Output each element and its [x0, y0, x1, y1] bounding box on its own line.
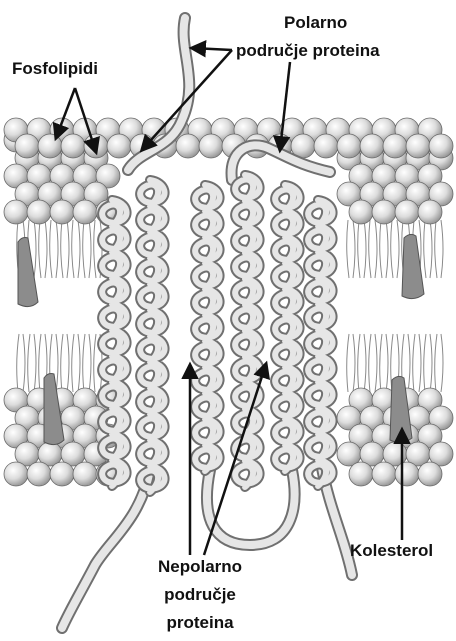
phospholipid-tail: [72, 220, 80, 278]
phospholipid-tail: [72, 334, 80, 392]
phospholipid-head: [27, 462, 51, 486]
phospholipid-head: [38, 134, 62, 158]
phospholipid-head: [383, 134, 407, 158]
phospholipid-tail: [380, 220, 388, 278]
phospholipid-tail: [358, 334, 366, 392]
phospholipid-head: [199, 134, 223, 158]
phospholipid-head: [15, 134, 39, 158]
phospholipid-tail: [413, 334, 421, 392]
phospholipid-head: [176, 134, 200, 158]
phospholipid-tail: [17, 334, 25, 392]
phospholipid-tail: [380, 334, 388, 392]
label-nonpolar-line1: Nepolarno: [140, 556, 260, 578]
phospholipid-head: [349, 462, 373, 486]
phospholipid-head: [418, 462, 442, 486]
phospholipid-tails-upper: [17, 220, 443, 278]
phospholipid-head: [4, 200, 28, 224]
phospholipid-head: [360, 134, 384, 158]
phospholipid-head: [50, 462, 74, 486]
phospholipid-tail: [83, 220, 91, 278]
phospholipid-head: [395, 462, 419, 486]
phospholipid-head: [372, 200, 396, 224]
phospholipid-tail: [50, 220, 58, 278]
phospholipid-head: [73, 200, 97, 224]
label-phospholipids: Fosfolipidi: [12, 58, 98, 80]
phospholipid-head: [84, 134, 108, 158]
phospholipid-tail: [39, 220, 47, 278]
phospholipid-tails-lower: [17, 334, 443, 392]
phospholipid-head: [107, 134, 131, 158]
transmembrane-protein: [62, 18, 352, 628]
phospholipid-tail: [347, 220, 355, 278]
phospholipid-tail: [28, 334, 36, 392]
phospholipid-head: [27, 200, 51, 224]
phospholipid-tail: [61, 334, 69, 392]
phospholipid-head: [61, 134, 85, 158]
phospholipid-head: [73, 462, 97, 486]
phospholipid-head: [349, 200, 373, 224]
phospholipid-tail: [369, 334, 377, 392]
phospholipid-tail: [61, 220, 69, 278]
phospholipid-tail: [358, 220, 366, 278]
label-polar-line2: područje proteina: [236, 40, 380, 62]
phospholipid-head: [337, 134, 361, 158]
phospholipid-heads-lower-layer: [4, 388, 453, 486]
phospholipid-tail: [83, 334, 91, 392]
phospholipid-head: [406, 134, 430, 158]
phospholipid-head: [372, 462, 396, 486]
phospholipid-tail: [435, 220, 443, 278]
phospholipid-tail: [424, 220, 432, 278]
phospholipid-head: [50, 200, 74, 224]
label-cholesterol: Kolesterol: [350, 540, 433, 562]
phospholipid-head: [418, 200, 442, 224]
phospholipid-tail: [391, 220, 399, 278]
label-nonpolar-line3: proteina: [140, 612, 260, 634]
phospholipid-head: [314, 134, 338, 158]
label-polar-line1: Polarno: [284, 12, 347, 34]
arrow-polar-strand: [192, 48, 232, 50]
phospholipid-head: [4, 462, 28, 486]
label-nonpolar-line2: područje: [140, 584, 260, 606]
phospholipid-tail: [424, 334, 432, 392]
phospholipid-head: [395, 200, 419, 224]
phospholipid-tail: [435, 334, 443, 392]
phospholipid-head: [429, 134, 453, 158]
phospholipid-tail: [369, 220, 377, 278]
phospholipid-tail: [347, 334, 355, 392]
